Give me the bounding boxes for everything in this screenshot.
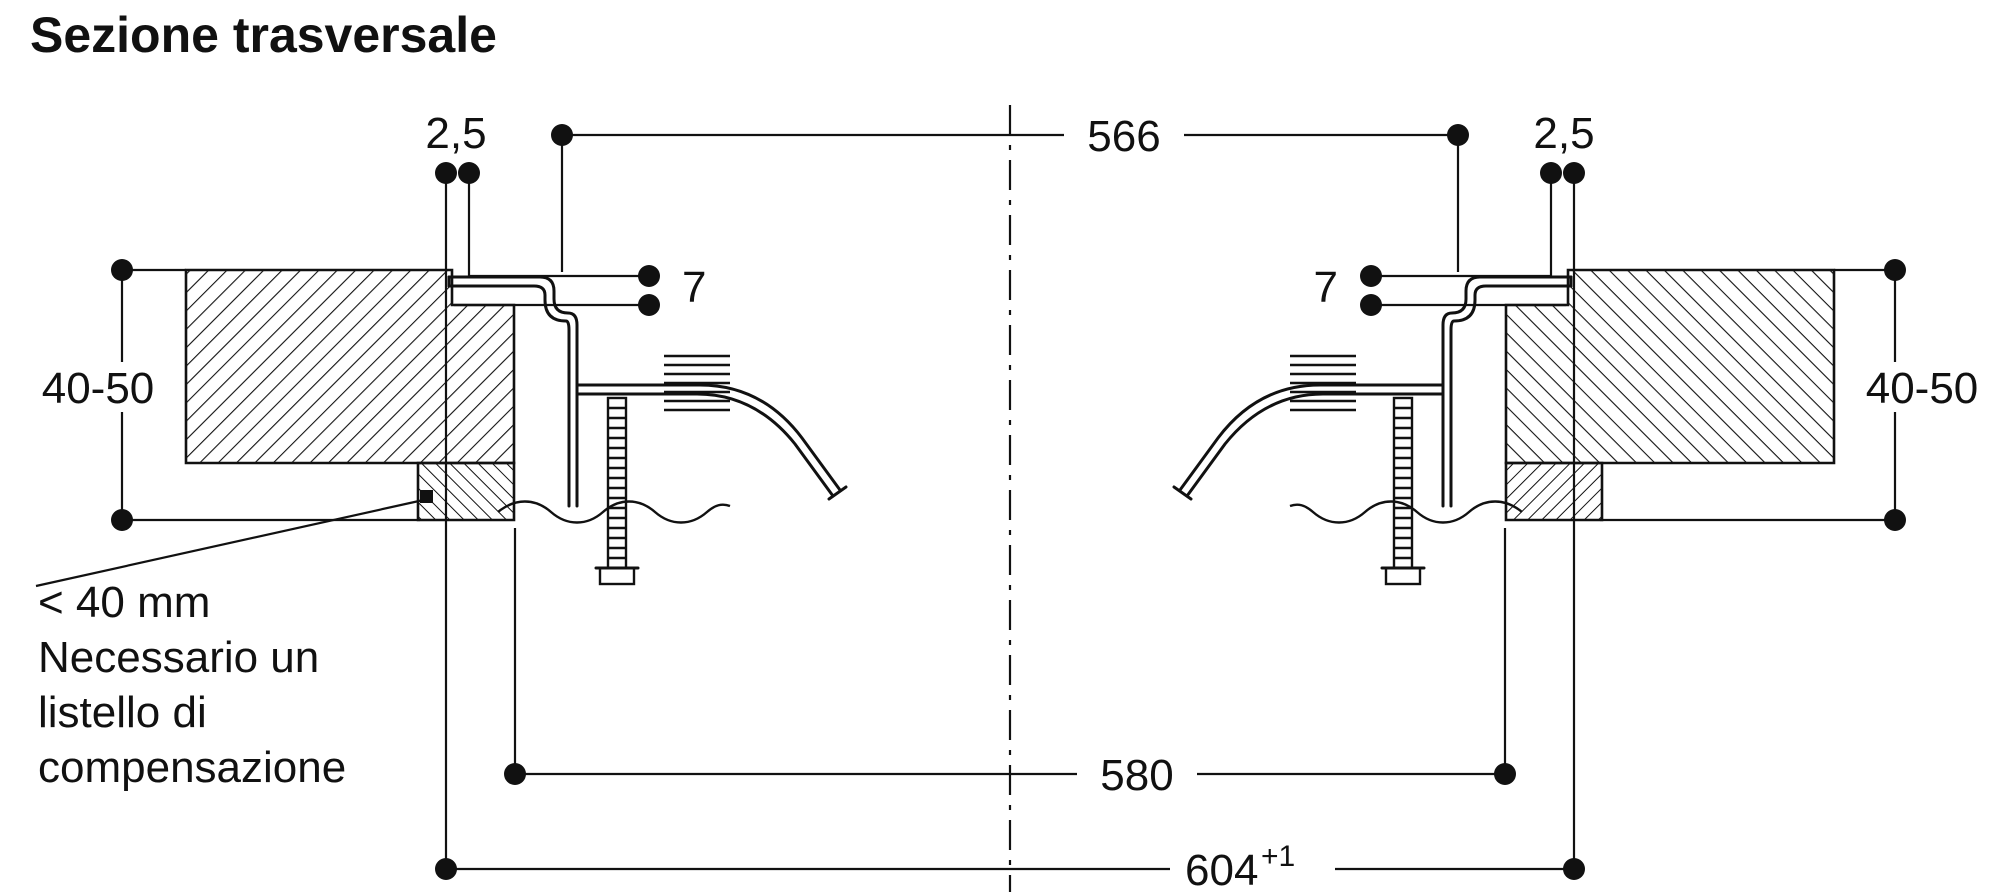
drawing-title: Sezione trasversale xyxy=(30,7,497,63)
note-line-4: compensazione xyxy=(38,743,346,792)
hob-profile-inner xyxy=(447,284,571,508)
spring-clip xyxy=(664,354,730,412)
dim-566-label: 566 xyxy=(1087,112,1160,161)
dimension-lines xyxy=(120,133,1897,871)
chassis-rail-outer xyxy=(575,383,842,492)
label-bg-580 xyxy=(1077,749,1197,799)
dim-gap-left-label: 2,5 xyxy=(425,109,486,158)
bolt-threads xyxy=(608,406,626,560)
dim-7-left-label: 7 xyxy=(682,263,706,312)
note-line-3: listello di xyxy=(38,688,207,737)
hob-profile-outer xyxy=(447,275,579,508)
label-bg-566 xyxy=(1064,110,1184,162)
note-line-2: Necessario un xyxy=(38,633,319,682)
dim-7-right-label: 7 xyxy=(1314,263,1338,312)
dim-thickness-left-label: 40-50 xyxy=(42,364,155,413)
leg-foot xyxy=(827,485,848,501)
chassis-rail-inner xyxy=(575,392,835,498)
note-leader-line xyxy=(35,497,429,588)
label-bg-4050-right xyxy=(1852,362,1992,412)
fixing-bolt xyxy=(594,396,640,586)
dim-604-label: 604 xyxy=(1185,846,1258,892)
dim-gap-right-label: 2,5 xyxy=(1533,109,1594,158)
dim-thickness-right-label: 40-50 xyxy=(1866,364,1979,413)
label-bg-604 xyxy=(1170,844,1335,892)
break-line xyxy=(497,500,731,524)
nut xyxy=(598,566,636,586)
label-bg-4050-left xyxy=(30,362,168,412)
dim-580-label: 580 xyxy=(1100,751,1173,800)
worktop-section xyxy=(184,268,516,465)
dim-604-tolerance-label: +1 xyxy=(1261,840,1295,873)
dimension-dots xyxy=(111,124,1906,880)
note-line-1: < 40 mm xyxy=(38,578,210,627)
compensation-note: < 40 mm Necessario un listello di compen… xyxy=(38,578,346,792)
leader-marker xyxy=(420,490,433,503)
